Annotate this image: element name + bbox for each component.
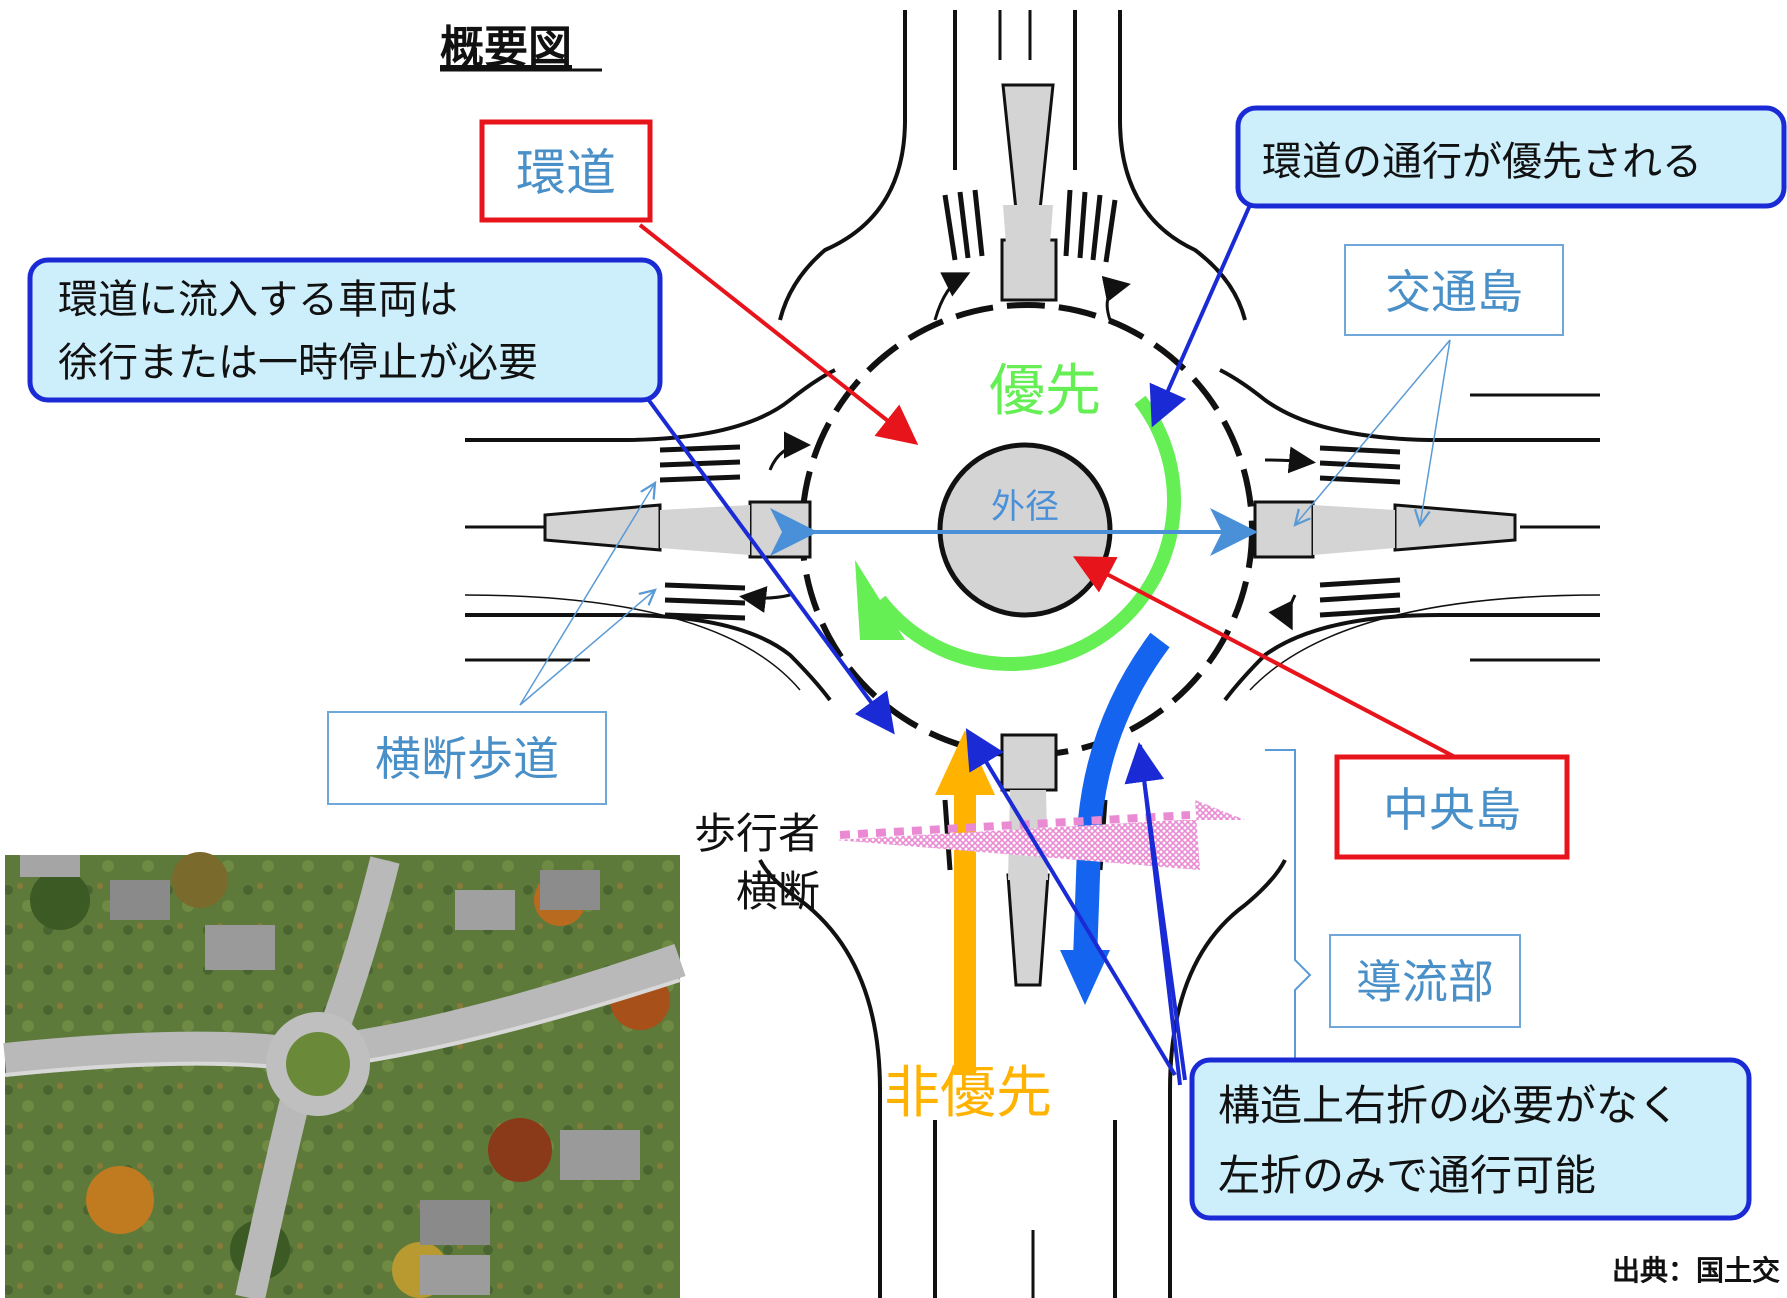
pedestrian-label-line1: 歩行者 [694, 809, 820, 858]
left-turn-line1: 構造上右折の必要がなく [1218, 1081, 1680, 1130]
traffic-island-label-box [1344, 244, 1564, 336]
ring-priority-callout-box [1235, 105, 1787, 209]
pedestrian-crossing-band [839, 811, 1191, 839]
traffic-island-label: 交通島 [1385, 265, 1523, 319]
priority-arrow-head [855, 560, 905, 640]
approach-label: 導流部 [1356, 955, 1494, 1009]
crosswalk-label-box [327, 711, 607, 805]
ring-road-label-box [479, 119, 653, 223]
left-turn-callout-box [1189, 1057, 1752, 1221]
aerial-photo [3, 852, 686, 1298]
crosswalk-label: 横断歩道 [375, 732, 559, 786]
priority-circulation-arrow [874, 395, 1181, 671]
pedestrian-crossing-arrow [835, 800, 1245, 870]
approach-label-box [1329, 934, 1521, 1028]
non-priority-label: 非優先 [884, 1061, 1052, 1126]
ring-priority-callout: 環道の通行が優先される [1262, 139, 1702, 185]
entry-note-line2: 徐行または一時停止が必要 [58, 340, 538, 386]
central-island-label: 中央島 [1383, 783, 1521, 837]
ring-road-label: 環道 [516, 144, 616, 202]
exit-flow-blue-arrow [1073, 632, 1170, 961]
central-island-label-box [1334, 754, 1570, 860]
entry-note-callout-box [27, 257, 663, 403]
source-note: 出典：国土交 [1612, 1254, 1780, 1287]
callout-leaders [519, 204, 1456, 1090]
page-title: 概要図 [440, 22, 572, 73]
left-turn-line2: 左折のみで通行可能 [1218, 1151, 1596, 1200]
outer-diameter-label: 外径 [991, 487, 1059, 527]
lane-direction-arrows [739, 272, 1316, 631]
pedestrian-label-line2: 横断 [736, 867, 820, 916]
entry-note-line1: 環道に流入する車両は [58, 277, 458, 323]
exit-flow-blue-arrow-head [1060, 950, 1110, 1005]
non-priority-entry-arrow-head [935, 730, 995, 795]
priority-label: 優先 [989, 359, 1101, 424]
